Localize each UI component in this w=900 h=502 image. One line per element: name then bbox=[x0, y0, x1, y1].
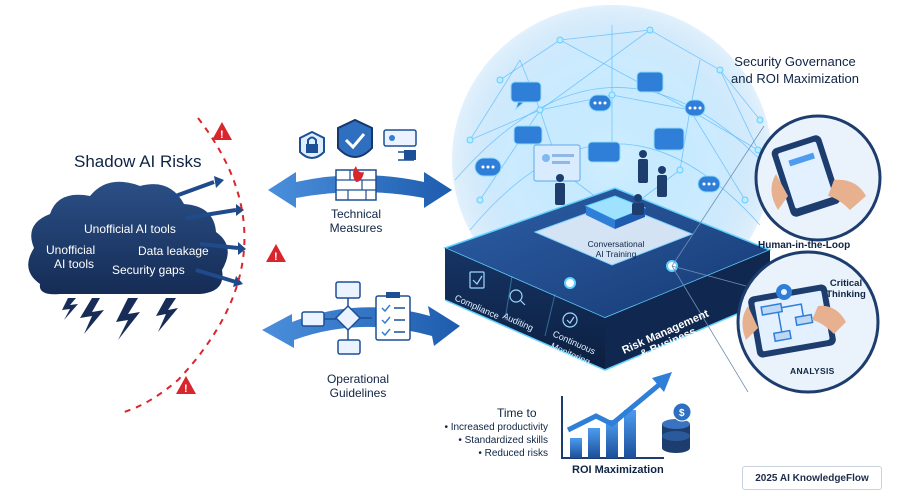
human-in-loop-label: Human-in-the-Loop bbox=[758, 240, 851, 251]
chat-bubbles bbox=[474, 71, 721, 193]
cloud-item-security-gaps: Security gaps bbox=[112, 263, 185, 277]
risk-boundary-line bbox=[123, 117, 246, 413]
gear-icon bbox=[776, 284, 792, 300]
brand-badge: 2025 AI KnowledgeFlow bbox=[742, 466, 882, 490]
cloud-item-unofficial: Unofficial bbox=[46, 243, 96, 257]
flowchart-icon bbox=[301, 281, 372, 355]
firewall-icon bbox=[335, 166, 377, 201]
technical-measures-label: Technical Measures bbox=[329, 207, 383, 235]
checklist-icon bbox=[375, 292, 411, 341]
operational-arrow bbox=[262, 306, 460, 348]
analysis-label: ANALYSIS bbox=[790, 366, 835, 376]
warning-icon bbox=[176, 122, 286, 394]
lock-shield-icon bbox=[299, 118, 417, 161]
lens-connectors bbox=[671, 125, 765, 393]
cloud-item-unofficial-tools: Unofficial AI tools bbox=[84, 222, 176, 236]
benefit-standardized-skills: • Standardized skills bbox=[458, 435, 548, 446]
svg-text:!: ! bbox=[274, 251, 278, 263]
critical-thinking-label: Critical Thinking bbox=[826, 278, 866, 300]
coin-stack-icon bbox=[662, 402, 692, 453]
svg-text:!: ! bbox=[184, 383, 188, 395]
time-to-title: Time to bbox=[497, 406, 537, 420]
conversational-ai-training-label: Conversational AI Training bbox=[587, 239, 645, 259]
shadow-ai-title: Shadow AI Risks bbox=[74, 152, 202, 171]
benefit-productivity: • Increased productivity bbox=[444, 422, 548, 433]
svg-text:$: $ bbox=[679, 408, 685, 419]
roi-maximization-label: ROI Maximization bbox=[572, 464, 664, 476]
roi-growth-chart: $ bbox=[561, 372, 692, 459]
cloud-item-data-leakage: Data leakage bbox=[138, 244, 209, 258]
operational-guidelines-label: Operational Guidelines bbox=[326, 372, 390, 400]
platform bbox=[442, 144, 772, 371]
cloud-item-ai-tools: AI tools bbox=[54, 257, 95, 271]
shadow-ai-cloud bbox=[28, 176, 246, 340]
human-in-loop-lens bbox=[754, 114, 882, 242]
governance-title: Security Governance and ROI Maximization bbox=[731, 54, 859, 86]
svg-text:!: ! bbox=[220, 129, 224, 141]
critical-thinking-lens bbox=[736, 250, 880, 394]
benefit-reduced-risks: • Reduced risks bbox=[478, 448, 548, 459]
chat-bubble-icon bbox=[474, 71, 721, 193]
